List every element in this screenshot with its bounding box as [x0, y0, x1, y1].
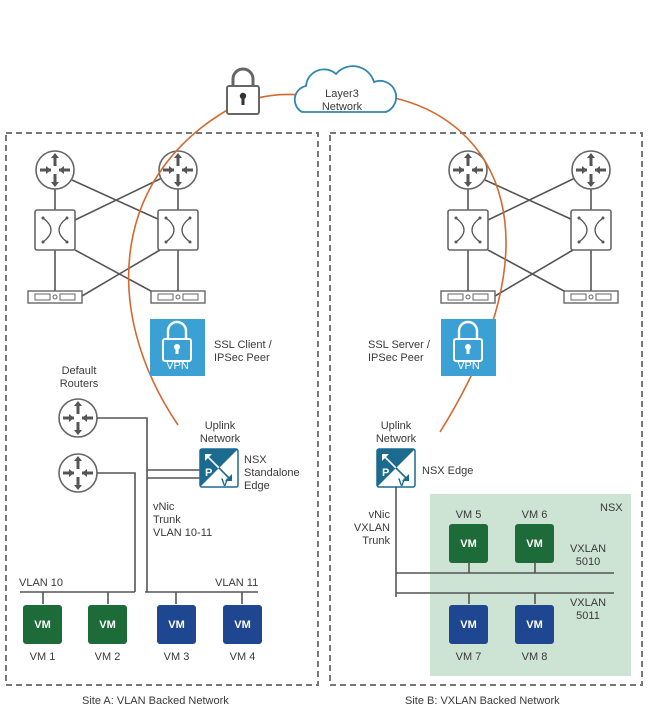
cloud-icon [293, 65, 398, 113]
site-b-infra-links [467, 170, 592, 298]
server-icon [563, 290, 619, 304]
vm-2: VM [88, 605, 127, 644]
uplink-network-label: Uplink Network [199, 420, 241, 445]
vlan-11-label: VLAN 11 [215, 577, 259, 589]
edge-v-letter: V [221, 477, 229, 489]
site-b-vxlan-links [395, 487, 614, 604]
vm-name: VM 7 [455, 651, 482, 663]
nsx-zone-label: NSX [600, 502, 623, 514]
server-icon [27, 290, 83, 304]
switch-icon [570, 209, 612, 251]
vnic-vxlan-trunk-label: vNic VXLAN Trunk [353, 509, 390, 547]
vpn-client-role: SSL Client / IPSec Peer [214, 339, 272, 364]
vlan-10-label: VLAN 10 [19, 577, 64, 589]
vm-5: VM [449, 524, 488, 563]
nsx-standalone-edge-label: NSX Standalone Edge [244, 454, 300, 492]
vm-name: VM 6 [521, 509, 548, 521]
vpn-server-icon: VPN [441, 319, 496, 376]
router-icon [570, 149, 612, 191]
site-b-border [329, 132, 643, 686]
vm-7: VM [449, 605, 488, 644]
vm-6: VM [515, 524, 554, 563]
vm-4: VM [223, 605, 262, 644]
default-router-icon [57, 452, 99, 494]
site-a-infra-links [54, 170, 179, 298]
vm-name: VM 5 [455, 509, 482, 521]
router-icon [447, 149, 489, 191]
vnic-trunk-label: vNic Trunk VLAN 10-11 [153, 501, 213, 539]
default-router-icon [57, 397, 99, 439]
vm-8: VM [515, 605, 554, 644]
default-routers-label: Default Routers [59, 365, 99, 390]
vxlan-5010-label: VXLAN 5010 [569, 543, 607, 568]
edge-v-letter: V [398, 477, 406, 489]
vm-3: VM [157, 605, 196, 644]
vm-name: VM 3 [163, 651, 190, 663]
vxlan-5011-label: VXLAN 5011 [569, 597, 607, 622]
vpn-client-icon: VPN [150, 319, 205, 376]
site-a-trunk-links [20, 417, 258, 604]
site-b-caption: Site B: VXLAN Backed Network [405, 695, 560, 707]
nsx-edge-label: NSX Edge [422, 465, 474, 477]
padlock-icon [226, 67, 260, 115]
uplink-network-label: Uplink Network [375, 420, 417, 445]
site-a-caption: Site A: VLAN Backed Network [82, 695, 229, 707]
vm-1: VM [23, 605, 62, 644]
server-icon [150, 290, 206, 304]
cloud-label: Layer3 Network [321, 88, 363, 113]
site-a-border [5, 132, 319, 686]
vm-name: VM 2 [94, 651, 121, 663]
vpn-server-role: SSL Server / IPSec Peer [368, 339, 430, 364]
switch-icon [447, 209, 489, 251]
server-icon [440, 290, 496, 304]
vm-name: VM 4 [229, 651, 256, 663]
edge-p-letter: P [205, 467, 213, 479]
router-icon [34, 149, 76, 191]
switch-icon [157, 209, 199, 251]
vm-name: VM 1 [29, 651, 56, 663]
router-icon [157, 149, 199, 191]
edge-p-letter: P [382, 467, 390, 479]
switch-icon [34, 209, 76, 251]
vm-name: VM 8 [521, 651, 548, 663]
